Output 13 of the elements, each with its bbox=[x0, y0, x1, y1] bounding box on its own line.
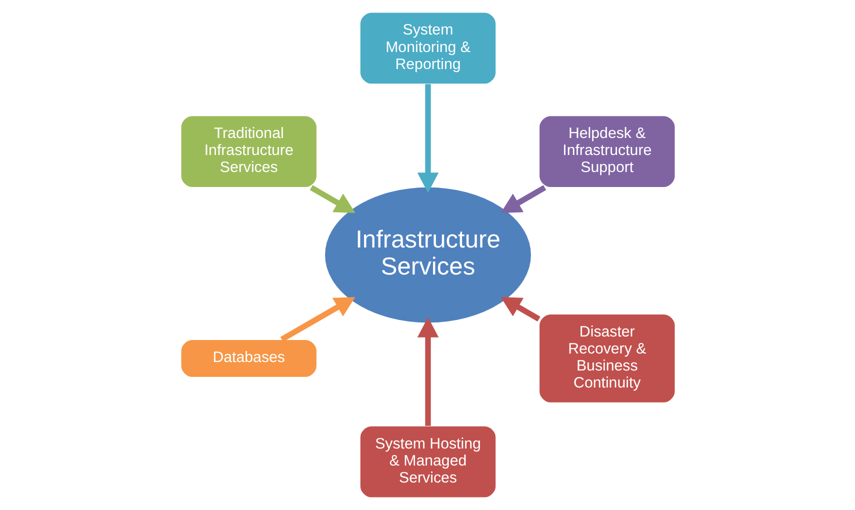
arrow bbox=[500, 296, 540, 322]
node-ellipse: Infrastructure Services bbox=[324, 186, 532, 324]
node-box: Helpdesk & Infrastructure Support bbox=[538, 115, 676, 188]
node-box: System Monitoring & Reporting bbox=[358, 12, 496, 85]
arrow bbox=[309, 185, 355, 214]
arrow bbox=[416, 317, 438, 426]
node-box: Traditional Infrastructure Services bbox=[180, 115, 317, 188]
node-box: Disaster Recovery & Business Continuity bbox=[538, 314, 676, 404]
arrow bbox=[416, 84, 438, 193]
arrow bbox=[500, 185, 546, 214]
node-box: Databases bbox=[180, 339, 317, 378]
node-box: System Hosting & Managed Services bbox=[358, 425, 496, 498]
arrow bbox=[280, 297, 355, 342]
